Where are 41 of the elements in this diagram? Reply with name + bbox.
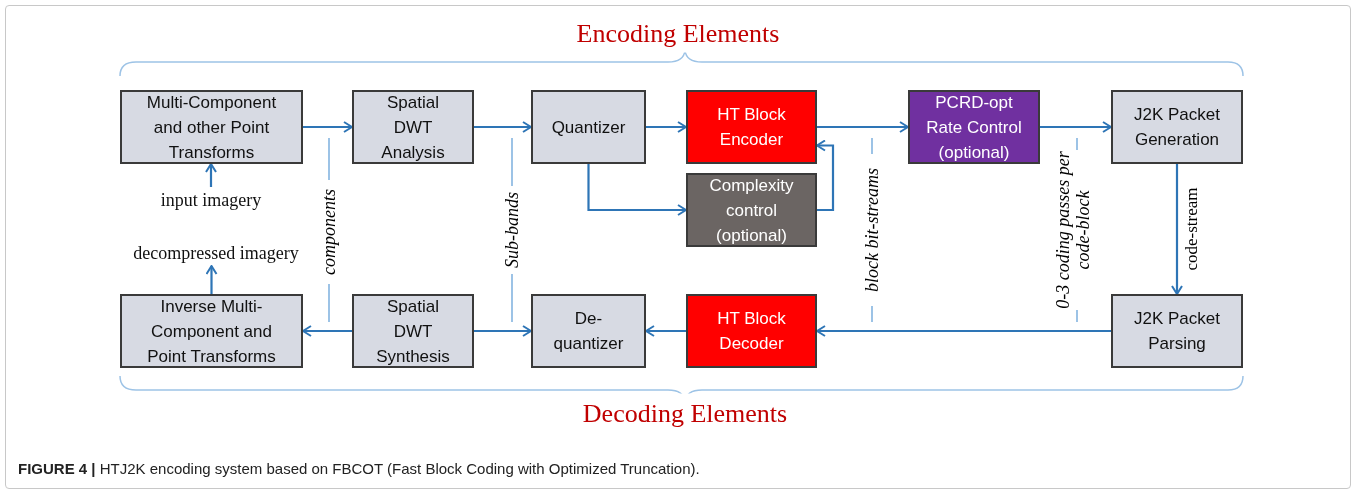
arrow — [1040, 121, 1112, 133]
arrow — [302, 325, 352, 337]
node-text: input imagery — [160, 188, 262, 212]
arrow — [646, 121, 687, 133]
process-box — [686, 294, 817, 368]
process-box — [120, 90, 303, 164]
node-text: J2K Packet Generation — [1133, 104, 1221, 151]
node-text: J2K Packet Parsing — [1133, 308, 1221, 355]
arrow — [1171, 164, 1183, 295]
arrow — [205, 163, 217, 187]
node-text: Spatial DWT Synthesis — [375, 295, 451, 368]
node-text: HT Block Encoder — [716, 104, 787, 151]
process-box — [120, 294, 303, 368]
arrow — [816, 139, 835, 212]
node-text: decompressed imagery — [133, 241, 299, 265]
arrow — [587, 164, 687, 216]
process-box — [1111, 294, 1243, 368]
arrow — [474, 121, 532, 133]
process-box — [531, 294, 646, 368]
node-text: De-quantizer — [553, 308, 624, 355]
process-box — [908, 90, 1040, 164]
arrow — [816, 325, 1111, 337]
arrow — [474, 325, 532, 337]
process-box — [352, 294, 474, 368]
arrow — [303, 121, 353, 133]
process-box — [686, 173, 817, 247]
node-text: Quantizer — [551, 116, 626, 139]
node-text: Inverse Multi-Component and Point Transforms — [146, 295, 277, 368]
node-text: Complexity control (optional) — [708, 174, 795, 247]
node-text: Spatial DWT Analysis — [380, 91, 446, 164]
node-text: Multi-Component and other Point Transforms — [145, 91, 278, 164]
node-text: PCRD-opt Rate Control (optional) — [925, 91, 1023, 164]
process-box — [1111, 90, 1243, 164]
arrow — [205, 265, 218, 294]
arrow — [645, 325, 686, 337]
process-box — [352, 90, 474, 164]
node-text: HT Block Decoder — [716, 308, 787, 355]
process-box — [531, 90, 646, 164]
figure-caption: FIGURE 4 | HTJ2K encoding system based on FBCOT (Fast Block Coding with Optimized Truncation). — [18, 459, 700, 479]
process-box — [686, 90, 817, 164]
arrow — [817, 121, 909, 133]
